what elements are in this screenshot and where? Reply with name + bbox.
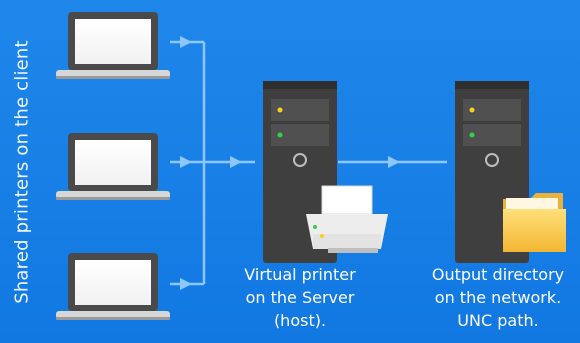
laptop-icon-3 bbox=[56, 253, 170, 320]
server-caption-line-2: on the Server bbox=[245, 288, 355, 307]
server-caption-line-1: Virtual printer bbox=[244, 265, 356, 284]
printer-icon bbox=[306, 185, 388, 253]
server-caption-line-3: (host). bbox=[273, 311, 327, 330]
output-caption-line-1: Output directory bbox=[431, 265, 565, 284]
arrow-icon bbox=[180, 278, 192, 290]
arrow-icons bbox=[180, 36, 400, 290]
output-caption: Output directory on the network. UNC pat… bbox=[423, 263, 573, 332]
arrow-icon bbox=[230, 156, 242, 168]
output-caption-line-3: UNC path. bbox=[457, 311, 539, 330]
output-caption-line-2: on the network. bbox=[434, 288, 562, 307]
laptop-icon-2 bbox=[56, 133, 170, 200]
laptop-icon-1 bbox=[56, 12, 170, 79]
arrow-icon bbox=[388, 156, 400, 168]
arrow-icon bbox=[180, 36, 192, 48]
server-caption: Virtual printer on the Server (host). bbox=[240, 263, 360, 332]
arrow-icon bbox=[180, 156, 192, 168]
folder-icon bbox=[503, 193, 566, 252]
